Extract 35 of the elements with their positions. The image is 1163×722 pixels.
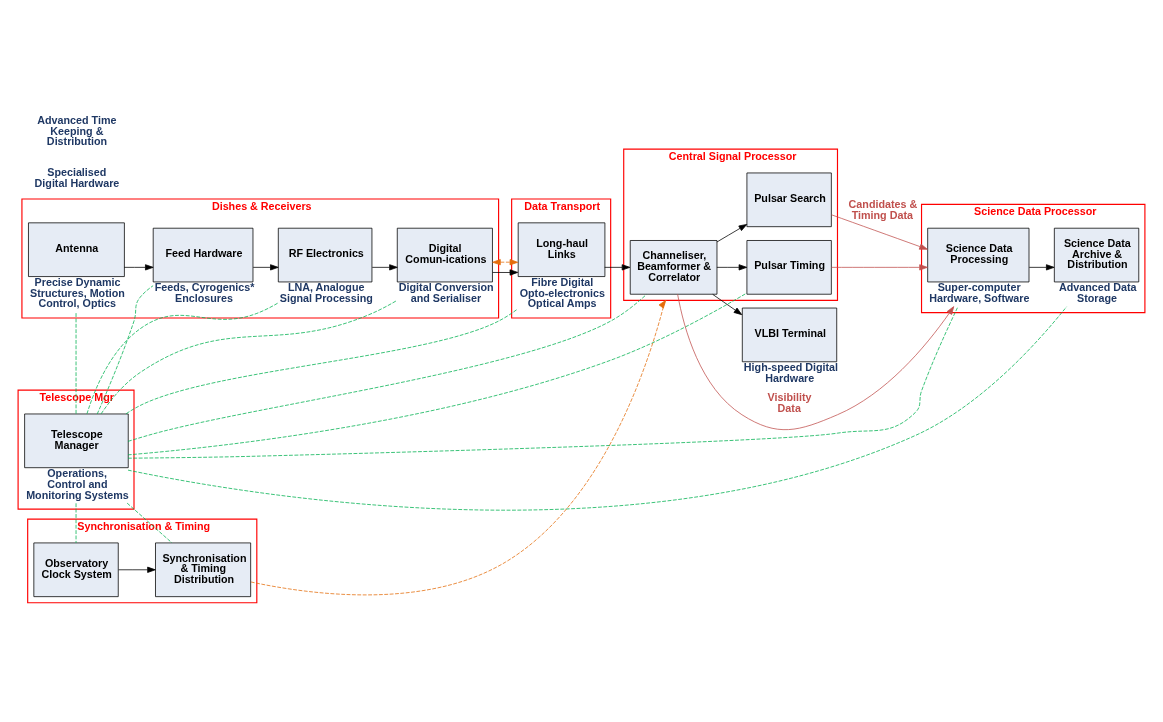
arrow — [831, 214, 928, 250]
node-label: Super-computer Hardware, Software — [929, 281, 1030, 305]
arrow — [371, 264, 398, 271]
arrow — [1028, 264, 1055, 271]
arrow — [716, 264, 748, 271]
arrow — [123, 264, 154, 271]
arrow — [492, 259, 519, 266]
arrow — [492, 269, 519, 276]
edge-label: Candidates & Timing Data — [848, 198, 918, 222]
connector — [100, 299, 398, 415]
node-label: High-speed Digital Hardware — [743, 361, 839, 384]
node-label: Fibre Digital Opto-electronics Optical Amps — [519, 275, 606, 310]
connector — [86, 302, 279, 415]
arrow — [712, 294, 743, 316]
label: Specialised Digital Hardware — [34, 166, 120, 189]
label: Advanced Time Keeping & Distribution — [37, 113, 117, 148]
arrow — [118, 566, 156, 573]
connector — [127, 294, 647, 442]
arrow — [677, 293, 955, 430]
arrow — [250, 299, 667, 596]
edge-label: Visibility Data — [767, 391, 812, 414]
node-label: Operations, Control and Monitoring Systems — [26, 467, 129, 501]
arrow — [252, 264, 279, 271]
connector — [125, 308, 519, 415]
arrow — [716, 224, 748, 243]
node-label: LNA, Analogue Signal Processing — [279, 281, 373, 305]
connector — [127, 292, 748, 456]
arrow — [831, 264, 928, 271]
connector — [96, 285, 154, 415]
node-label: Precise Dynamic Structures, Motion Control, Optics — [29, 275, 125, 310]
node-label: Feeds, Cyrogenics* Enclosures — [154, 281, 255, 305]
node-label: Digital Conversion and Serialiser — [398, 281, 494, 305]
arrow — [604, 264, 631, 271]
connector — [126, 502, 173, 544]
node-label: Advanced Data Storage — [1058, 281, 1137, 305]
